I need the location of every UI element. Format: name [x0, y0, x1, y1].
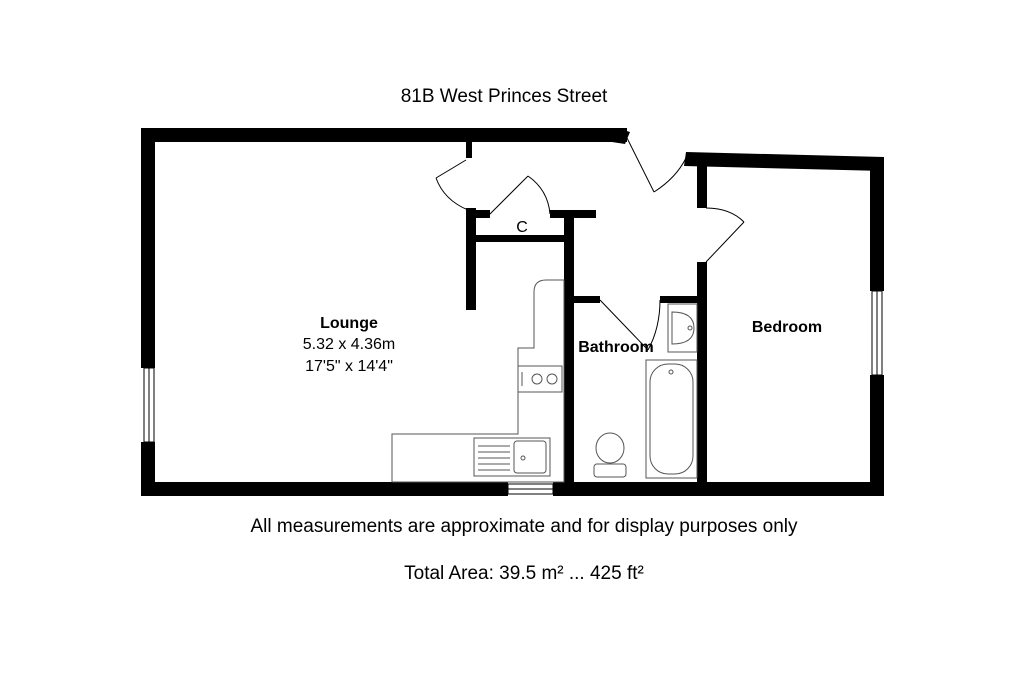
wall-right-upper: [870, 157, 884, 291]
wall-right-lower: [870, 375, 884, 496]
bathtub-inner: [649, 363, 694, 475]
door-cupboard-right: [489, 175, 529, 215]
plan-title: 81B West Princes Street: [400, 86, 608, 107]
wall-left-upper: [141, 128, 155, 368]
bathtub-drain: [668, 369, 674, 375]
wall-bathroom-top-left: [570, 296, 600, 303]
door-cupboard-right-swing: [527, 175, 551, 215]
door-cupboard-left-swing: [435, 177, 469, 211]
door-bedroom: [705, 221, 745, 263]
bathroom-label: Bathroom: [578, 339, 654, 356]
kitchen: [391, 279, 565, 483]
lounge-label: Lounge: [320, 315, 378, 332]
door-entrance-swing: [653, 157, 687, 193]
doors: [435, 137, 745, 351]
wall-bathroom-left: [564, 212, 574, 482]
door-bathroom-swing: [647, 299, 661, 351]
wall-top-corner: [612, 128, 630, 144]
windows: [143, 290, 883, 495]
hob-ring-1: [531, 373, 543, 385]
toilet-cistern: [593, 463, 627, 478]
lounge-dimensions-imperial: 17'5" x 14'4": [305, 358, 393, 375]
walls: [141, 128, 884, 496]
sink-drain: [520, 455, 526, 461]
door-cupboard-left: [435, 159, 467, 179]
room-labels: Lounge 5.32 x 4.36m 17'5" x 14'4" Bathro…: [303, 219, 822, 375]
basin-bowl: [671, 311, 695, 345]
wall-cupboard-top-left: [466, 210, 490, 218]
total-area: Total Area: 39.5 m² ... 425 ft²: [404, 563, 644, 584]
door-entrance: [626, 137, 655, 193]
hob-ring-2: [546, 373, 558, 385]
wall-bottom-right: [553, 482, 884, 496]
wall-cupboard-bottom: [474, 235, 570, 242]
bathroom-fixtures: [593, 303, 698, 479]
wall-cupboard-left: [466, 208, 476, 310]
wall-bedroom-left-upper: [697, 166, 707, 208]
disclaimer: All measurements are approximate and for…: [250, 516, 798, 537]
wall-bedroom-top: [684, 152, 884, 171]
lounge-dimensions-metric: 5.32 x 4.36m: [303, 336, 396, 353]
wall-top: [141, 128, 627, 142]
door-bathroom: [599, 299, 649, 351]
wall-bedroom-left-lower: [697, 262, 707, 482]
door-bedroom-swing: [705, 207, 745, 223]
wall-bottom-left: [141, 482, 508, 496]
kitchen-worktop: [391, 279, 565, 483]
wall-cupboard-stub: [466, 142, 472, 158]
basin-tap: [687, 325, 693, 331]
toilet-bowl: [595, 432, 625, 464]
wall-bathroom-top-right: [660, 296, 700, 303]
cupboard-label: C: [516, 219, 528, 236]
sink-bowl: [513, 440, 547, 474]
bedroom-label: Bedroom: [752, 319, 822, 336]
